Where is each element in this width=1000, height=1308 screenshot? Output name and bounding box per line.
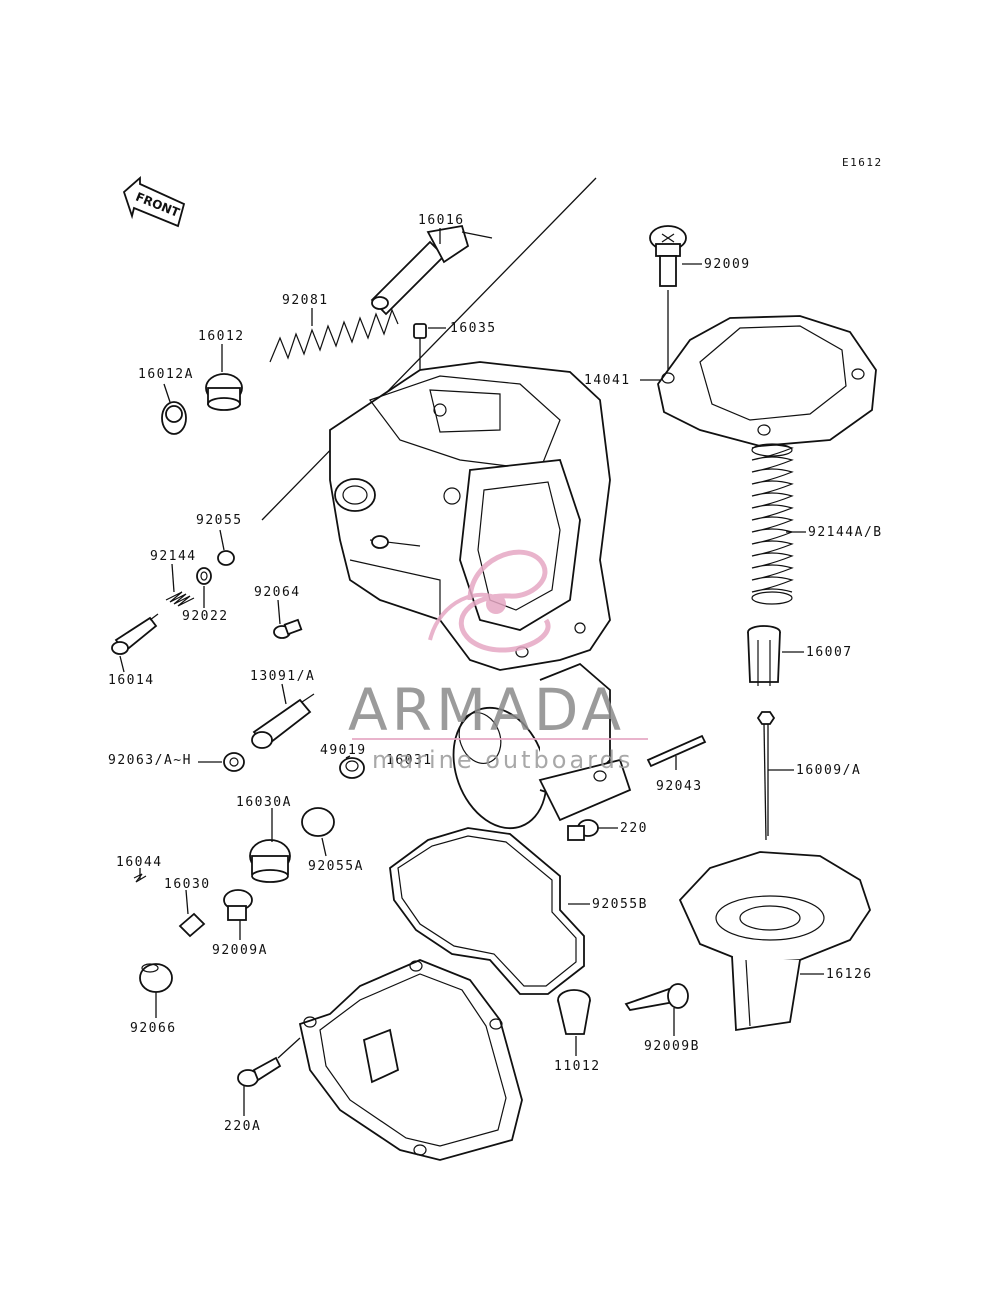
label-92043: 92043 (656, 779, 703, 794)
watermark: ARMADA marine outboards (348, 549, 648, 774)
washer-92022-icon (196, 567, 212, 585)
label-220a: 220A (224, 1119, 261, 1134)
float-bowl-icon (298, 959, 523, 1161)
label-16009a: 16009/A (796, 763, 861, 778)
label-16035: 16035 (450, 321, 497, 336)
label-16030: 16030 (164, 877, 211, 892)
cap-16012-icon (205, 373, 243, 411)
needle-16009a-icon (756, 711, 776, 841)
diagram-code: E1612 (842, 156, 883, 169)
gasket-92055b-icon (389, 827, 585, 995)
label-92055a: 92055A (308, 859, 364, 874)
label-92144: 92144 (150, 549, 197, 564)
watermark-brand: ARMADA (348, 676, 625, 744)
label-92055b: 92055B (592, 897, 648, 912)
label-92009a: 92009A (212, 943, 268, 958)
spring-92144ab-icon (751, 443, 794, 605)
cap-92066-icon (139, 963, 173, 993)
label-16044: 16044 (116, 855, 163, 870)
label-16012: 16012 (198, 329, 245, 344)
screw-16014-icon (111, 613, 159, 655)
front-arrow-icon: FRONT (122, 176, 186, 228)
part-16030-icon (178, 912, 206, 938)
label-92081: 92081 (282, 293, 329, 308)
label-92066: 92066 (130, 1021, 177, 1036)
label-14041: 14041 (584, 373, 631, 388)
boot-11012-icon (557, 989, 591, 1035)
carburetor-body-icon (329, 361, 611, 671)
spring-92144-icon (165, 591, 195, 607)
plug-16030a-icon (249, 839, 291, 883)
float-16031-icon (452, 662, 632, 830)
label-16012a: 16012A (138, 367, 194, 382)
label-92055: 92055 (196, 513, 243, 528)
label-92009b: 92009B (644, 1039, 700, 1054)
piston-16126-icon (678, 851, 871, 1032)
top-cover-14041-icon (657, 315, 877, 447)
screw-92009b-icon (624, 983, 689, 1011)
spring-92081-icon (269, 308, 399, 363)
label-16031: 16031 (386, 753, 433, 768)
label-220: 220 (620, 821, 648, 836)
pin-92043-icon (646, 734, 707, 768)
armada-logo-icon (428, 549, 551, 653)
label-92063ah: 92063/A~H (108, 753, 192, 768)
screw-92009a-icon (223, 889, 253, 921)
label-16007: 16007 (806, 645, 853, 660)
jet-16035-icon (413, 323, 427, 370)
label-92064: 92064 (254, 585, 301, 600)
clip-16044-icon (133, 873, 147, 883)
seat-49019-icon (339, 757, 365, 779)
leader-lines (119, 228, 824, 1116)
jet-13091a-icon (251, 693, 315, 749)
holder-16007-icon (747, 625, 781, 686)
label-11012: 11012 (554, 1059, 601, 1074)
oring-92055-icon (217, 550, 235, 566)
label-16030a: 16030A (236, 795, 292, 810)
part-labels: 16016 92081 16035 16012 16012A 92009 140… (108, 213, 883, 1134)
needle-rod-part-icon (261, 177, 597, 521)
jet-92064-icon (273, 618, 303, 639)
screw-92009-icon (649, 225, 687, 376)
jet-92063-icon (223, 752, 245, 772)
label-16014: 16014 (108, 673, 155, 688)
screw-220a-icon (237, 1056, 282, 1087)
label-13091a: 13091/A (250, 669, 315, 684)
label-92022: 92022 (182, 609, 229, 624)
screw-220-icon (567, 819, 599, 841)
watermark-tagline: marine outboards (372, 746, 633, 774)
label-49019: 49019 (320, 743, 367, 758)
cap-16012a-icon (161, 401, 187, 435)
label-92009: 92009 (704, 257, 751, 272)
oring-92055a-icon (301, 807, 335, 837)
label-16126: 16126 (826, 967, 873, 982)
label-16016: 16016 (418, 213, 465, 228)
label-92144ab: 92144A/B (808, 525, 883, 540)
